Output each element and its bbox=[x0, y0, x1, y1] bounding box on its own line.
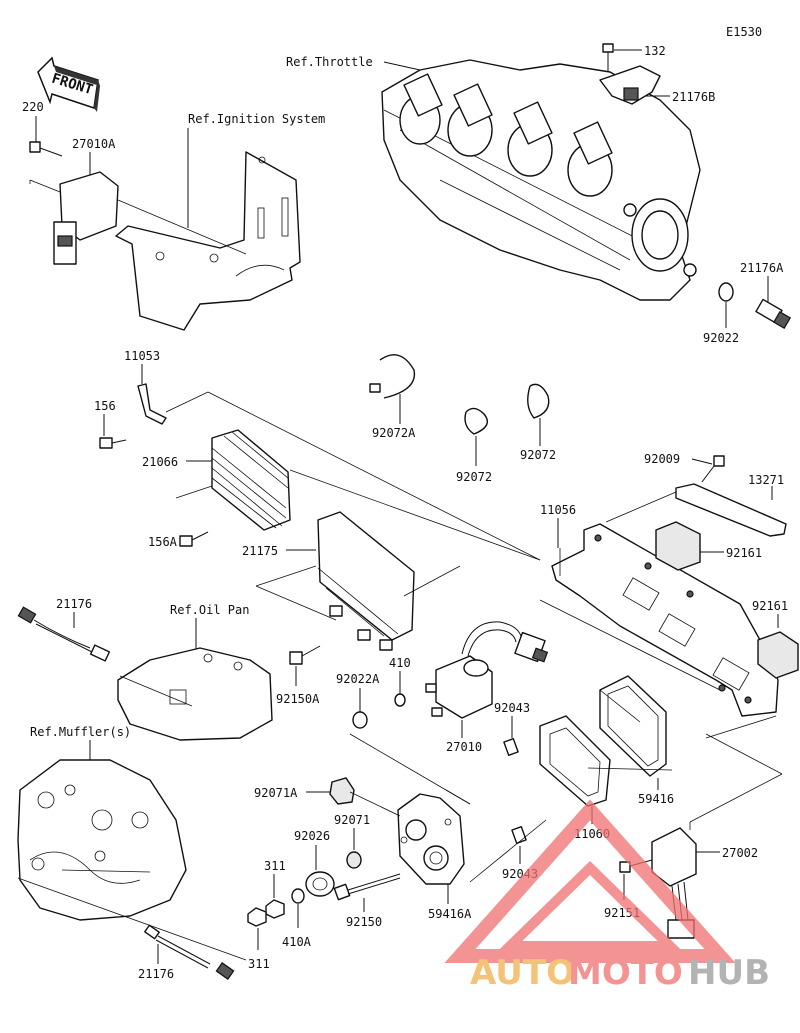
part-label-92026: 92026 bbox=[294, 829, 330, 843]
crankcase bbox=[17, 759, 187, 921]
part-label-11053: 11053 bbox=[124, 349, 160, 363]
part-label-59416: 59416 bbox=[638, 792, 674, 806]
part-label-132: 132 bbox=[644, 44, 666, 58]
part-label-220: 220 bbox=[22, 100, 44, 114]
nut-311-a-icon bbox=[265, 899, 285, 919]
washer-410A-icon bbox=[291, 888, 305, 904]
part-label-156A: 156A bbox=[148, 535, 178, 549]
watermark-moto: MOTO bbox=[568, 953, 683, 993]
ref-oil-pan-label: Ref.Oil Pan bbox=[170, 603, 249, 617]
sensor-21176A-icon bbox=[755, 298, 792, 330]
part-label-92161-a: 92161 bbox=[726, 546, 762, 560]
seal-92026-icon bbox=[305, 871, 335, 897]
bolt-156A-icon bbox=[179, 531, 209, 547]
ecu-21175-icon bbox=[317, 511, 415, 651]
relay-27010A-icon bbox=[53, 171, 119, 265]
bracket-13271-icon bbox=[675, 483, 787, 537]
watermark-hub: HUB bbox=[688, 953, 770, 993]
part-label-92150: 92150 bbox=[346, 915, 382, 929]
nut-311-b-icon bbox=[247, 907, 267, 927]
washer-92022A-icon bbox=[352, 711, 368, 729]
oil-pan bbox=[117, 647, 273, 741]
washer-410-icon bbox=[394, 693, 406, 707]
regulator-21066-icon bbox=[211, 429, 291, 531]
ref-throttle-label: Ref.Throttle bbox=[286, 55, 373, 69]
part-label-311-a: 311 bbox=[264, 859, 286, 873]
bolt-132-icon bbox=[602, 43, 614, 72]
part-label-27002: 27002 bbox=[722, 846, 758, 860]
part-label-92009: 92009 bbox=[644, 452, 680, 466]
part-label-21066: 21066 bbox=[142, 455, 178, 469]
part-label-27010: 27010 bbox=[446, 740, 482, 754]
cover-59416A-icon bbox=[397, 793, 465, 885]
part-label-21176A: 21176A bbox=[740, 261, 784, 275]
part-label-410A: 410A bbox=[282, 935, 312, 949]
part-label-59416A: 59416A bbox=[428, 907, 472, 921]
part-label-27010A: 27010A bbox=[72, 137, 116, 151]
ref-muffler-label: Ref.Muffler(s) bbox=[30, 725, 131, 739]
throttle-body bbox=[381, 59, 701, 301]
ref-ignition-label: Ref.Ignition System bbox=[188, 112, 325, 126]
part-label-156: 156 bbox=[94, 399, 116, 413]
watermark-auto: AUTO bbox=[470, 953, 575, 993]
part-label-92072-b: 92072 bbox=[520, 448, 556, 462]
grommet-92071A-icon bbox=[329, 777, 355, 805]
bolt-92150-icon bbox=[333, 873, 401, 901]
part-label-11056: 11056 bbox=[540, 503, 576, 517]
band-92072-b-icon bbox=[527, 383, 550, 419]
front-arrow-icon: FRONT bbox=[37, 56, 100, 112]
grommet-92071-icon bbox=[346, 851, 362, 869]
plate-11056 bbox=[551, 523, 779, 717]
part-label-21176B: 21176B bbox=[672, 90, 715, 104]
part-label-92022A: 92022A bbox=[336, 672, 380, 686]
bolt-92009-icon bbox=[701, 455, 725, 483]
part-label-92150A: 92150A bbox=[276, 692, 320, 706]
bolt-220-icon bbox=[29, 141, 63, 157]
part-label-410: 410 bbox=[389, 656, 411, 670]
part-label-92071: 92071 bbox=[334, 813, 370, 827]
rubber-92161-a-icon bbox=[655, 521, 701, 571]
sensor-21176-bottom-icon bbox=[144, 924, 235, 980]
washer-92022-icon bbox=[718, 282, 734, 302]
part-label-13271: 13271 bbox=[748, 473, 784, 487]
ignition-bracket bbox=[115, 151, 301, 331]
part-label-92072-a: 92072 bbox=[456, 470, 492, 484]
watermark-logo: AUTO MOTO HUB bbox=[444, 799, 770, 993]
gasket-11060-icon bbox=[539, 715, 611, 807]
part-label-92022: 92022 bbox=[703, 331, 739, 345]
part-label-311-b: 311 bbox=[248, 957, 270, 971]
part-label-92161-b: 92161 bbox=[752, 599, 788, 613]
relay-27010-icon bbox=[425, 621, 549, 719]
part-label-21176-top: 21176 bbox=[56, 597, 92, 611]
part-label-92043-a: 92043 bbox=[494, 701, 530, 715]
sensor-21176B-icon bbox=[599, 65, 661, 105]
dowel-92043-a-icon bbox=[503, 738, 519, 756]
part-label-21175: 21175 bbox=[242, 544, 278, 558]
sensor-21176-top-icon bbox=[17, 606, 111, 662]
dowel-92043-b-icon bbox=[511, 826, 527, 844]
bolt-156-icon bbox=[99, 437, 127, 449]
part-label-92072A: 92072A bbox=[372, 426, 416, 440]
rubber-92161-b-icon bbox=[757, 631, 799, 679]
housing-59416-icon bbox=[599, 675, 667, 777]
bracket-11053-icon bbox=[137, 383, 167, 425]
diagram-code: E1530 bbox=[726, 25, 762, 39]
part-label-21176-bottom: 21176 bbox=[138, 967, 174, 981]
part-label-92071A: 92071A bbox=[254, 786, 298, 800]
band-92072A-icon bbox=[369, 354, 416, 399]
bolt-92150A-icon bbox=[289, 645, 321, 665]
band-92072-a-icon bbox=[464, 407, 488, 435]
